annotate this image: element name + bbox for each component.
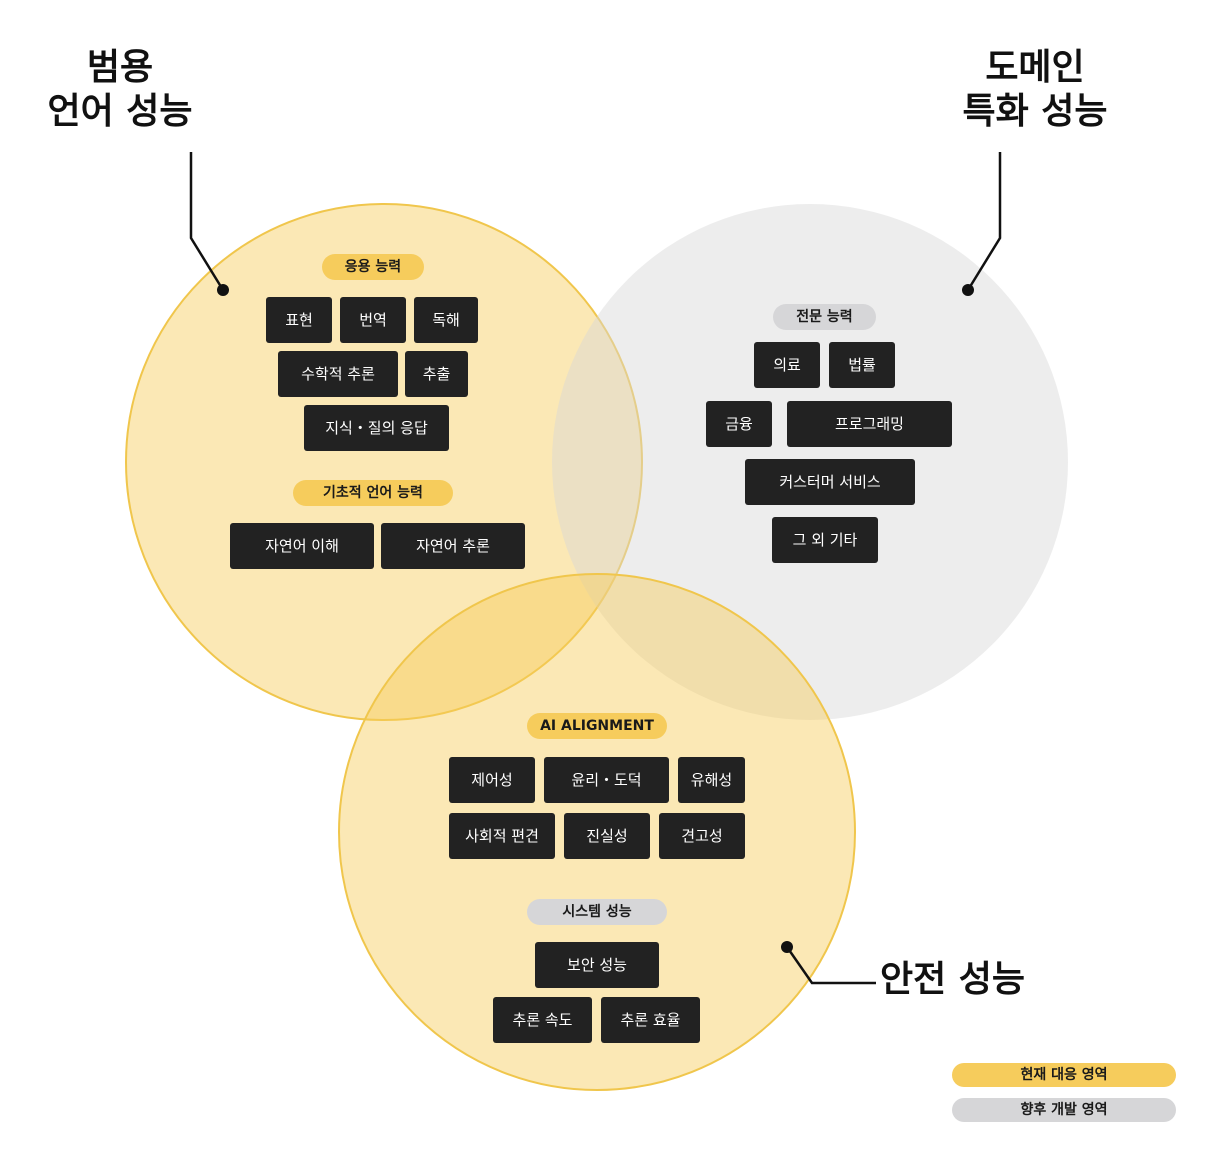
chip-reading: 독해: [414, 297, 478, 343]
chip-social-bias: 사회적 편견: [449, 813, 555, 859]
domain-pointer-line: [966, 152, 1002, 291]
chip-programming: 프로그래밍: [787, 401, 952, 447]
system-performance-label: 시스템 성능: [527, 899, 667, 925]
general-heading-line2: 언어 성능: [47, 91, 193, 132]
chip-nlu: 자연어 이해: [230, 523, 374, 569]
chip-medical: 의료: [754, 342, 820, 388]
chip-inference-speed: 추론 속도: [493, 997, 592, 1043]
chip-others: 그 외 기타: [772, 517, 878, 563]
chip-truthfulness: 진실성: [564, 813, 650, 859]
chip-robustness: 견고성: [659, 813, 745, 859]
safety-pointer-dot: [781, 941, 793, 953]
safety-heading: 안전 성능: [880, 959, 1026, 1000]
general-pointer-dot: [217, 284, 229, 296]
safety-pointer-line: [785, 946, 876, 985]
chip-knowledge-qa: 지식・질의 응답: [304, 405, 449, 451]
general-heading-line1: 범용: [86, 47, 154, 88]
chip-extraction: 추출: [405, 351, 468, 397]
ai-alignment-label: AI ALIGNMENT: [527, 713, 667, 739]
expert-skills-label: 전문 능력: [773, 304, 876, 330]
general-language-circle: [125, 203, 643, 721]
domain-heading-line1: 도메인: [985, 47, 1085, 88]
chip-controllability: 제어성: [449, 757, 535, 803]
legend-future-area: 향후 개발 영역: [952, 1098, 1176, 1122]
chip-customer-service: 커스터머 서비스: [745, 459, 915, 505]
chip-expression: 표현: [266, 297, 332, 343]
chip-finance: 금융: [706, 401, 772, 447]
chip-math-reasoning: 수학적 추론: [278, 351, 398, 397]
chip-nli: 자연어 추론: [381, 523, 525, 569]
domain-heading-line2: 특화 성능: [962, 91, 1108, 132]
chip-harmfulness: 유해성: [678, 757, 745, 803]
chip-inference-efficiency: 추론 효율: [601, 997, 700, 1043]
general-pointer-line: [189, 152, 225, 291]
legend-current-area: 현재 대응 영역: [952, 1063, 1176, 1087]
applied-skills-label: 응용 능력: [322, 254, 424, 280]
chip-law: 법률: [829, 342, 895, 388]
chip-translation: 번역: [340, 297, 406, 343]
domain-pointer-dot: [962, 284, 974, 296]
chip-ethics: 윤리・도덕: [544, 757, 669, 803]
domain-heading: 도메인 특화 성능: [935, 46, 1135, 134]
general-heading: 범용 언어 성능: [20, 46, 220, 134]
basic-language-label: 기초적 언어 능력: [293, 480, 453, 506]
chip-security: 보안 성능: [535, 942, 659, 988]
